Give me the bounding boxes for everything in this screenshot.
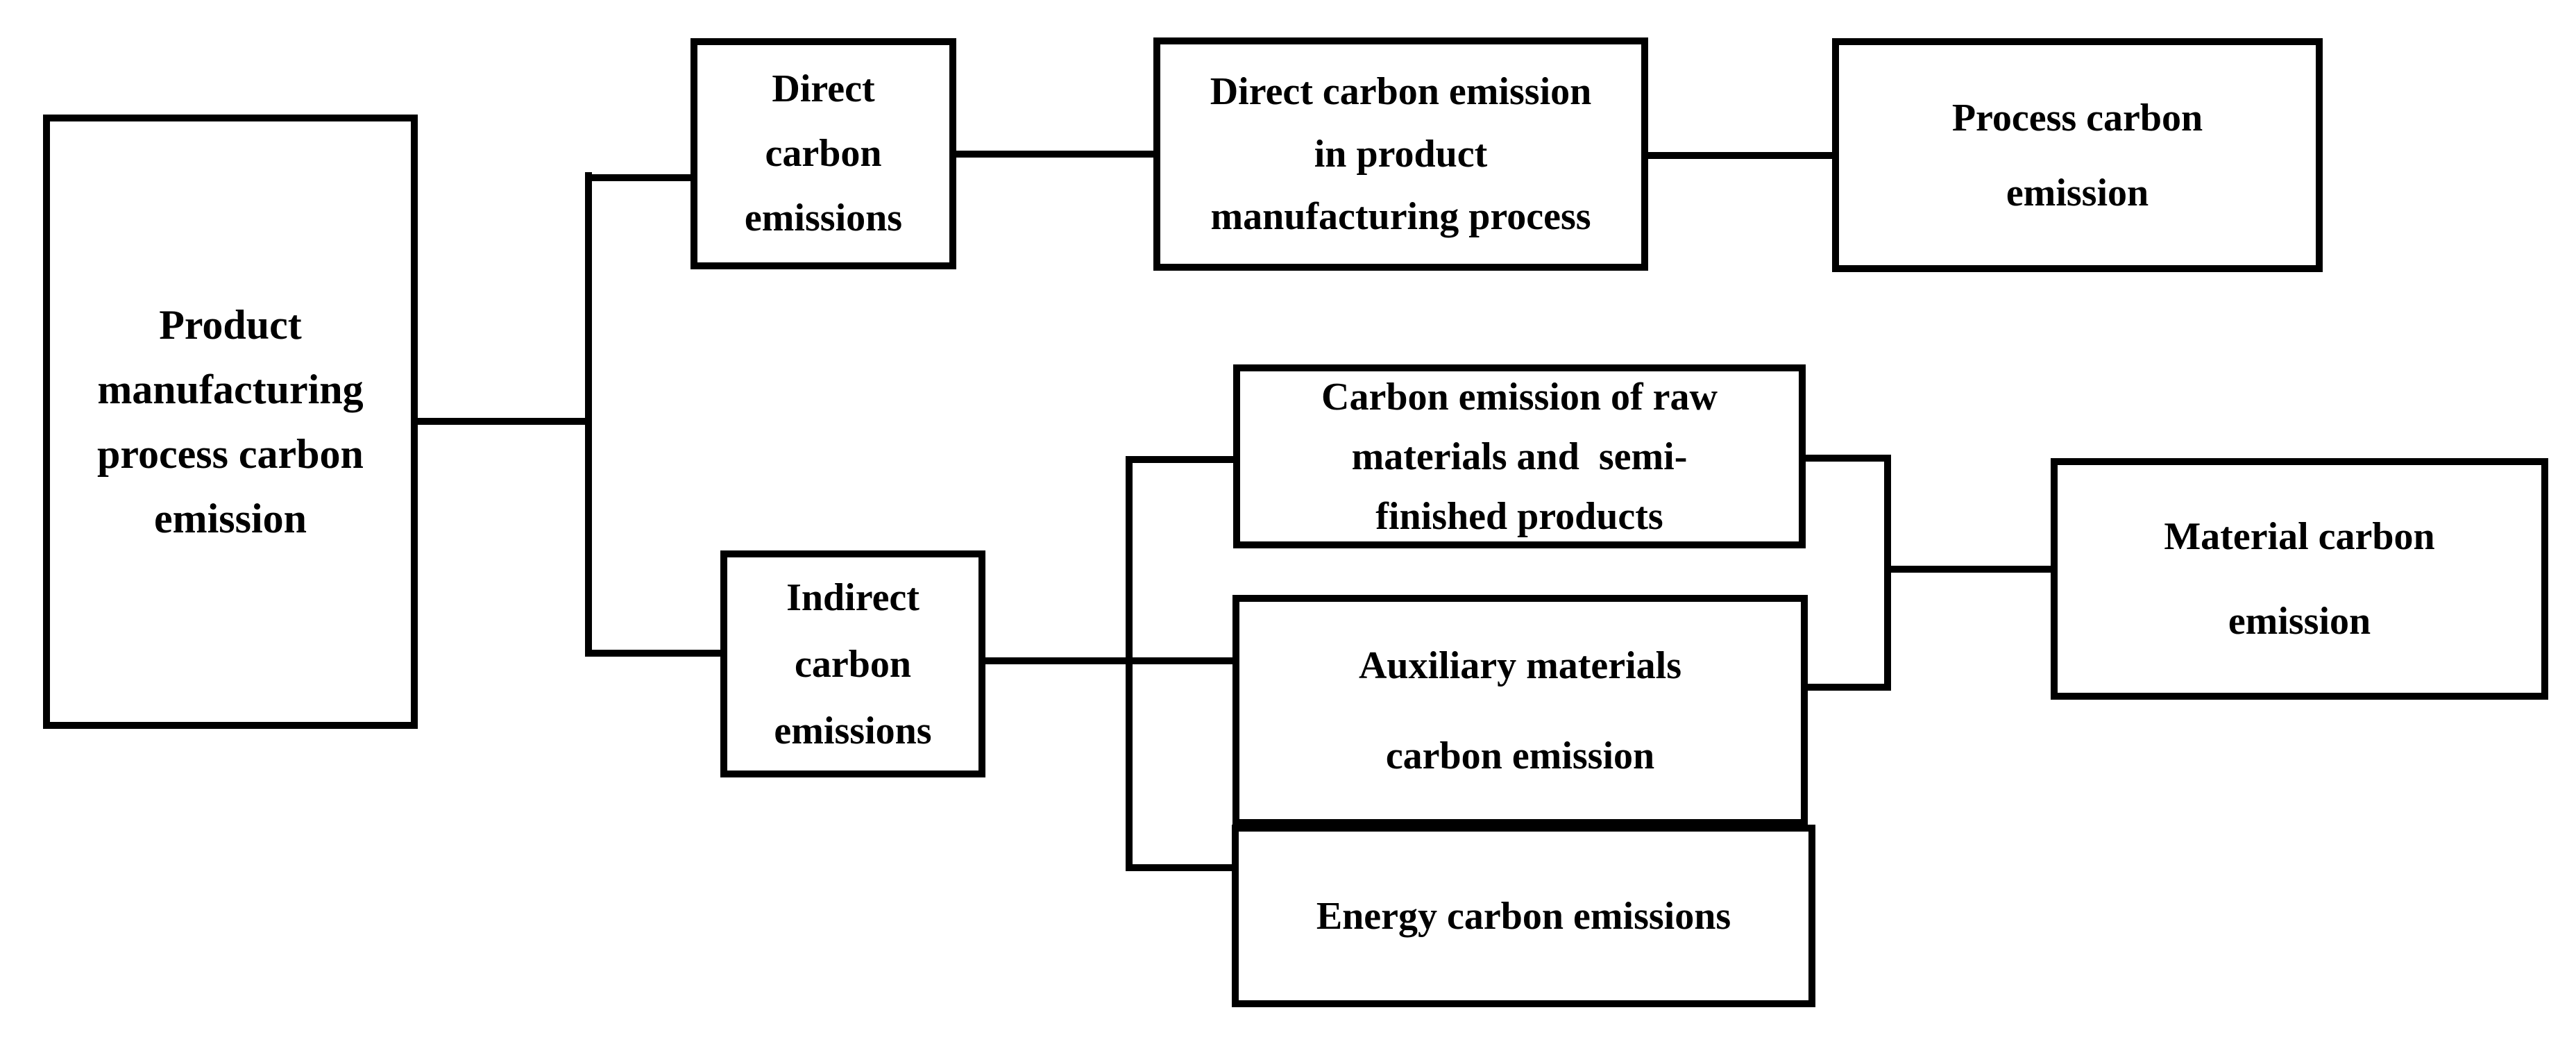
connector-bracket-right-to-material [1884, 566, 2058, 573]
node-raw-materials-emission: Carbon emission of raw materials and sem… [1233, 364, 1806, 548]
connector-branch-vertical [585, 172, 592, 657]
node-indirect-carbon-emissions: Indirect carbon emissions [720, 550, 985, 777]
node-product-manufacturing-emission: Product manufacturing process carbon emi… [43, 115, 418, 729]
node-energy-carbon-emissions: Energy carbon emissions [1232, 825, 1815, 1007]
node-auxiliary-materials-emission: Auxiliary materials carbon emission [1232, 595, 1808, 826]
connector-product-to-branch [418, 418, 588, 425]
connector-branch-to-direct [585, 174, 697, 181]
connector-branch-to-indirect [585, 650, 727, 657]
connector-bracket-left-to-raw [1126, 456, 1240, 463]
connector-auxiliary-to-bracket-right [1804, 684, 1891, 691]
node-material-carbon-emission: Material carbon emission [2051, 458, 2548, 700]
connector-bracket-left-to-energy [1126, 864, 1239, 871]
connector-bracket-left-vertical [1126, 456, 1133, 871]
connector-indirect-to-auxiliary [982, 657, 1239, 664]
node-direct-emission-in-manufacturing: Direct carbon emission in product manufa… [1153, 37, 1648, 271]
connector-raw-to-bracket-right [1802, 455, 1891, 462]
node-direct-carbon-emissions: Direct carbon emissions [690, 38, 956, 269]
connector-direct-to-detail [953, 151, 1160, 158]
node-process-carbon-emission: Process carbon emission [1832, 38, 2323, 272]
connector-detail-to-process [1645, 152, 1839, 159]
connector-bracket-right-vertical [1884, 455, 1891, 691]
